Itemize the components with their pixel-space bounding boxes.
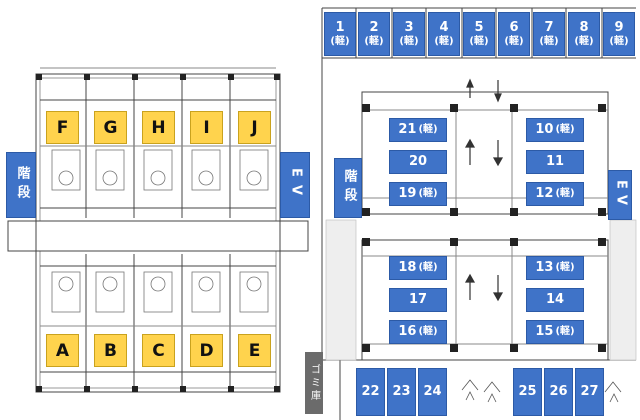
light-vehicle-mark: (軽) xyxy=(418,124,438,136)
garbage-room-label: ゴミ庫 xyxy=(305,352,323,414)
unit-a: A xyxy=(46,334,79,367)
slot-number: 1 xyxy=(335,19,345,35)
slot-number: 6 xyxy=(509,19,519,35)
light-vehicle-mark: (軽) xyxy=(330,35,350,47)
unit-e: E xyxy=(238,334,271,367)
slot-number: 19 xyxy=(398,185,417,201)
unit-g: G xyxy=(94,111,127,144)
light-vehicle-mark: (軽) xyxy=(539,35,559,47)
ev-left-building: EV xyxy=(280,152,310,218)
unit-b: B xyxy=(94,334,127,367)
slot-number: 21 xyxy=(398,121,417,137)
light-vehicle-mark: (軽) xyxy=(469,35,489,47)
parking-slot-14: 14 xyxy=(526,288,584,312)
slot-number: 22 xyxy=(361,383,380,399)
unit-h: H xyxy=(142,111,175,144)
parking-slot-13: 13(軽) xyxy=(526,256,584,280)
slot-number: 13 xyxy=(535,259,554,275)
parking-slot-23: 23 xyxy=(387,368,416,416)
slot-number: 4 xyxy=(439,19,449,35)
light-vehicle-mark: (軽) xyxy=(418,188,438,200)
slot-number: 18 xyxy=(398,259,417,275)
slot-number: 8 xyxy=(579,19,589,35)
parking-slot-27: 27 xyxy=(575,368,604,416)
parking-slot-3: 3(軽) xyxy=(393,12,425,56)
parking-slot-9: 9(軽) xyxy=(603,12,635,56)
light-vehicle-mark: (軽) xyxy=(399,35,419,47)
light-vehicle-mark: (軽) xyxy=(418,262,438,274)
unit-d: D xyxy=(190,334,223,367)
parking-slot-22: 22 xyxy=(356,368,385,416)
slot-number: 26 xyxy=(549,383,568,399)
slot-number: 15 xyxy=(535,323,554,339)
parking-slot-8: 8(軽) xyxy=(568,12,600,56)
parking-slot-25: 25 xyxy=(513,368,542,416)
slot-number: 20 xyxy=(408,153,428,169)
light-vehicle-mark: (軽) xyxy=(555,188,575,200)
light-vehicle-mark: (軽) xyxy=(555,326,575,338)
light-vehicle-mark: (軽) xyxy=(574,35,594,47)
light-vehicle-mark: (軽) xyxy=(434,35,454,47)
stairs-left-building: 階段 xyxy=(6,152,36,218)
light-vehicle-mark: (軽) xyxy=(609,35,629,47)
slot-number: 9 xyxy=(614,19,624,35)
light-vehicle-mark: (軽) xyxy=(418,326,438,338)
ev-parking: EV xyxy=(608,170,632,220)
unit-j: J xyxy=(238,111,271,144)
parking-slot-7: 7(軽) xyxy=(533,12,565,56)
parking-slot-2: 2(軽) xyxy=(358,12,390,56)
slot-number: 23 xyxy=(392,383,411,399)
ev-label: EV xyxy=(288,167,304,203)
slot-number: 12 xyxy=(535,185,554,201)
slot-number: 11 xyxy=(545,153,565,169)
light-vehicle-mark: (軽) xyxy=(504,35,524,47)
parking-slot-4: 4(軽) xyxy=(428,12,460,56)
light-vehicle-mark: (軽) xyxy=(364,35,384,47)
slot-number: 27 xyxy=(580,383,599,399)
parking-slot-5: 5(軽) xyxy=(463,12,495,56)
slot-number: 24 xyxy=(423,383,442,399)
light-vehicle-mark: (軽) xyxy=(555,124,575,136)
ev-label: EV xyxy=(613,179,629,211)
parking-slot-24: 24 xyxy=(418,368,447,416)
slot-number: 17 xyxy=(408,291,428,307)
parking-slot-11: 11 xyxy=(526,150,584,174)
parking-slot-17: 17 xyxy=(389,288,447,312)
slot-number: 16 xyxy=(398,323,417,339)
parking-slot-18: 18(軽) xyxy=(389,256,447,280)
parking-slot-10: 10(軽) xyxy=(526,118,584,142)
stairs-parking: 階段 xyxy=(334,158,362,218)
unit-c: C xyxy=(142,334,175,367)
unit-f: F xyxy=(46,111,79,144)
unit-i: I xyxy=(190,111,223,144)
parking-slot-21: 21(軽) xyxy=(389,118,447,142)
slot-number: 7 xyxy=(544,19,554,35)
slot-number: 14 xyxy=(545,291,565,307)
parking-slot-1: 1(軽) xyxy=(324,12,356,56)
parking-slot-15: 15(軽) xyxy=(526,320,584,344)
light-vehicle-mark: (軽) xyxy=(555,262,575,274)
slot-number: 3 xyxy=(404,19,414,35)
parking-slot-26: 26 xyxy=(544,368,573,416)
parking-slot-19: 19(軽) xyxy=(389,182,447,206)
slot-number: 10 xyxy=(535,121,554,137)
parking-slot-12: 12(軽) xyxy=(526,182,584,206)
slot-number: 25 xyxy=(518,383,537,399)
slot-number: 2 xyxy=(369,19,379,35)
parking-slot-20: 20 xyxy=(389,150,447,174)
slot-number: 5 xyxy=(474,19,484,35)
parking-slot-16: 16(軽) xyxy=(389,320,447,344)
parking-slot-6: 6(軽) xyxy=(498,12,530,56)
